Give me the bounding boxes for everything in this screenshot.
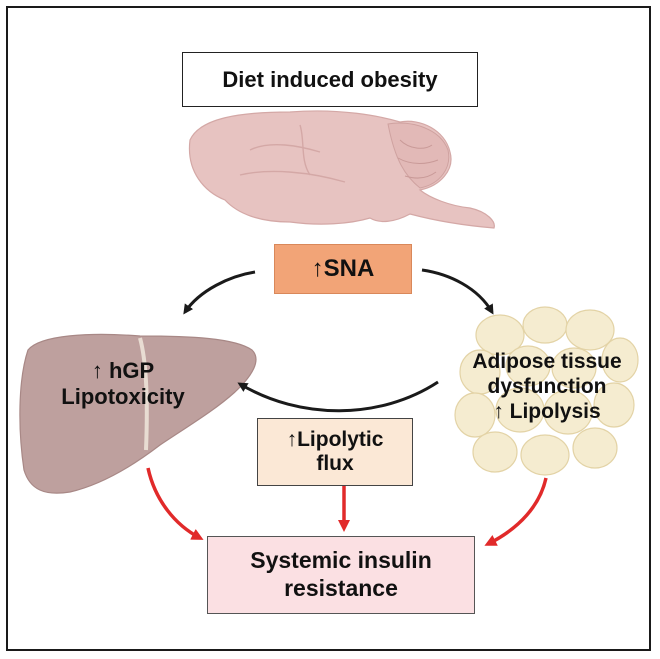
sna-to-liver-arrow [183,270,256,315]
liver-label-line1: ↑ hGP [91,358,155,383]
adipose-label-line2: dysfunction [487,374,607,398]
liver-label: ↑ hGP Lipotoxicity [28,358,218,410]
sna-box: ↑SNA [274,244,412,294]
lipolytic-flux-line1: ↑Lipolytic [286,427,384,451]
adipose-label: Adipose tissue dysfunction ↑ Lipolysis [452,350,642,424]
sna-to-adipose-arrow [421,268,494,315]
sna-label: ↑SNA [311,255,375,282]
adipose-to-liver-arrow [237,380,439,413]
diet-induced-obesity-box: Diet induced obesity [182,52,478,107]
outcome-line1: Systemic insulin [250,547,432,574]
adipose-label-line1: Adipose tissue [472,350,622,373]
adipose-label-line3: ↑ Lipolysis [493,399,601,423]
brain-icon [188,110,495,229]
lipolytic-flux-line2: flux [316,452,354,475]
liver-icon [19,333,257,494]
diet-induced-obesity-label: Diet induced obesity [222,66,438,92]
liver-label-line2: Lipotoxicity [61,383,185,409]
adipose-cells-icon [454,306,639,476]
adipose-to-outcome-arrow [484,477,548,546]
outcome-line2: resistance [284,575,398,601]
lipolytic-flux-box: ↑Lipolytic flux [257,418,413,486]
systemic-insulin-resistance-box: Systemic insulin resistance [207,536,475,614]
liver-to-outcome-arrow [146,467,204,540]
